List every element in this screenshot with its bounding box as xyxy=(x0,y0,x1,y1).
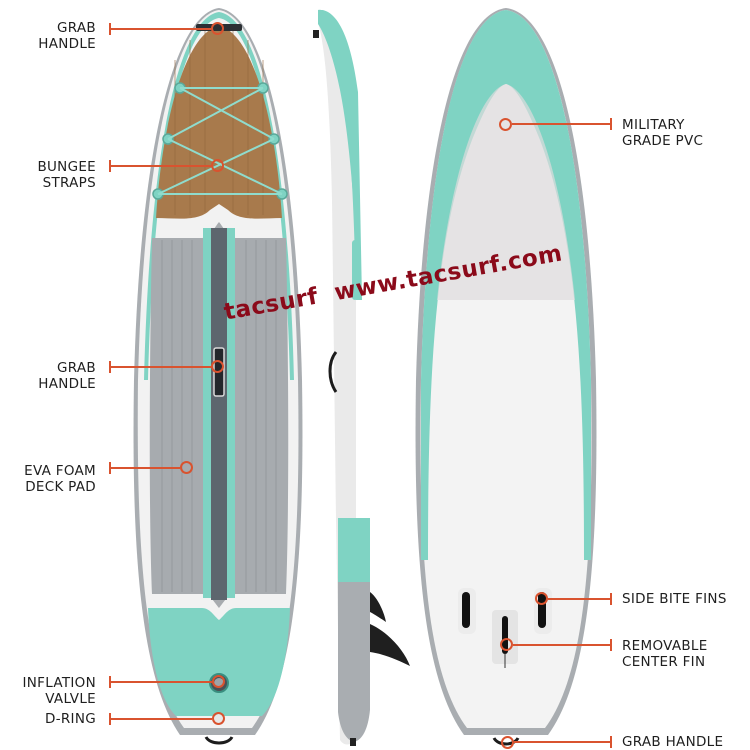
callout-tick xyxy=(610,593,612,605)
callout-marker-eva-foam-deck-pad[interactable] xyxy=(180,461,193,474)
callout-line xyxy=(110,165,211,167)
callout-line xyxy=(110,718,212,720)
callout-line xyxy=(110,681,212,683)
callout-line xyxy=(512,123,611,125)
callout-marker-side-bite-fins[interactable] xyxy=(535,592,548,605)
callout-marker-bungee-straps[interactable] xyxy=(211,159,224,172)
callout-marker-grab-handle-tail[interactable] xyxy=(501,736,514,749)
label-bungee-straps: BUNGEE STRAPS xyxy=(37,159,96,191)
callout-marker-grab-handle-nose[interactable] xyxy=(211,22,224,35)
label-side-bite-fins: SIDE BITE FINS xyxy=(622,591,727,607)
callout-marker-d-ring[interactable] xyxy=(212,712,225,725)
callout-marker-military-grade-pvc[interactable] xyxy=(499,118,512,131)
callout-tick xyxy=(610,639,612,651)
label-eva-foam-deck-pad: EVA FOAM DECK PAD xyxy=(24,463,96,495)
label-grab-handle-center: GRAB HANDLE xyxy=(38,360,96,392)
deck-view-board xyxy=(133,8,303,745)
hull-view-board xyxy=(415,8,597,746)
callout-line xyxy=(548,598,611,600)
callout-line xyxy=(513,644,611,646)
label-d-ring: D-RING xyxy=(45,711,96,727)
callout-line xyxy=(110,366,211,368)
label-military-grade-pvc: MILITARY GRADE PVC xyxy=(622,117,704,149)
side-profile-board xyxy=(313,9,410,746)
callout-line xyxy=(110,28,211,30)
callout-marker-grab-handle-center[interactable] xyxy=(211,360,224,373)
label-inflation-valve: INFLATION VALVLE xyxy=(22,675,96,707)
label-removable-center-fin: REMOVABLE CENTER FIN xyxy=(622,638,708,670)
callout-line xyxy=(514,741,611,743)
label-grab-handle-tail: GRAB HANDLE xyxy=(622,734,724,750)
callout-marker-inflation-valve[interactable] xyxy=(212,675,225,688)
callout-tick xyxy=(610,736,612,748)
callout-marker-removable-center-fin[interactable] xyxy=(500,638,513,651)
callout-line xyxy=(110,467,180,469)
callout-tick xyxy=(610,118,612,130)
label-grab-handle-nose: GRAB HANDLE xyxy=(38,20,96,52)
